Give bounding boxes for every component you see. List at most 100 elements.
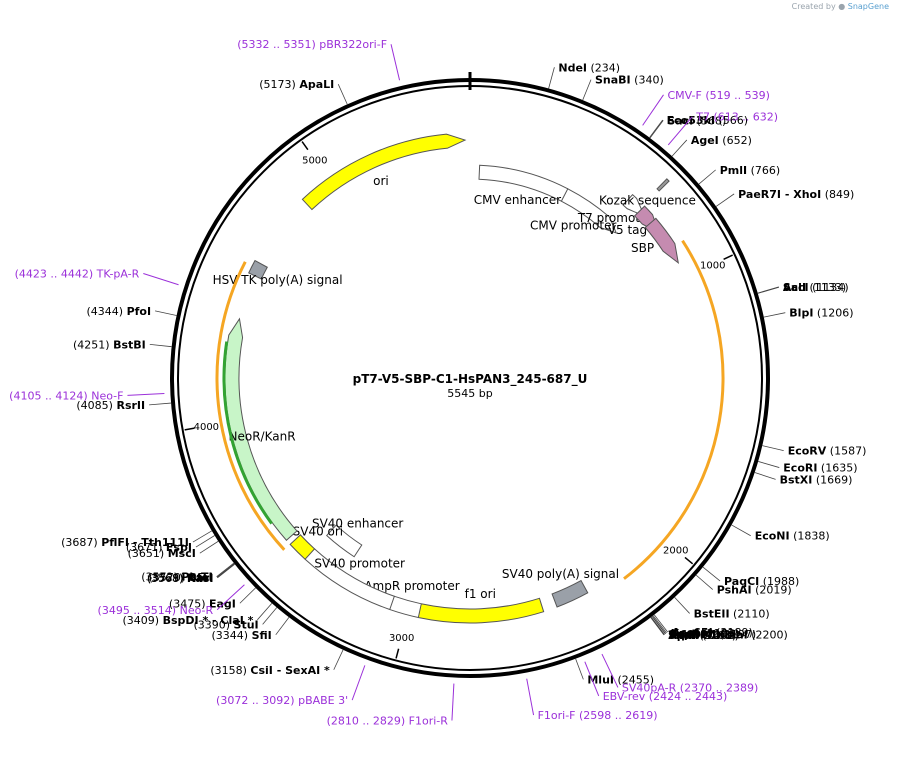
site-label-paer7i-xhoi: PaeR7I - XhoI (849) — [738, 188, 854, 201]
site-number-pmli: (766) — [747, 164, 780, 177]
site-number-sali: (1133) — [806, 281, 846, 294]
feature-kozak-sequence — [656, 178, 670, 192]
feature-sbp — [644, 217, 680, 265]
site-number-paqci: (1988) — [759, 575, 799, 588]
tick-label-3000: 3000 — [389, 633, 414, 644]
site-label-apai: ApaI (2201) — [668, 629, 736, 642]
site-number-bstbi: (4251) — [73, 338, 113, 351]
site-name-acci: AccI — [783, 281, 809, 294]
feature-label-sbp: SBP — [631, 241, 654, 255]
site-number-ndei: (234) — [587, 61, 620, 74]
site-number-sfoi: (3570) — [149, 571, 189, 584]
primer-leader-9 — [584, 661, 600, 697]
primer-leader-5 — [216, 584, 245, 611]
site-number-sfii: (3344) — [212, 629, 252, 642]
site-leader-17 — [653, 614, 669, 633]
site-label-pluti: (3572) PluTI — [141, 571, 212, 584]
site-leader-27 — [262, 607, 278, 625]
primer-label-6: (3072 .. 3092) pBABE 3' — [216, 694, 348, 707]
site-name-sfoi: SfoI — [189, 571, 213, 584]
site-name-smai: SmaI — [668, 629, 699, 642]
site-number-pspomi: (2197) — [716, 628, 756, 641]
site-label-kasi: (3568) KasI — [147, 572, 214, 585]
site-number-pfoi: (4344) — [86, 305, 126, 318]
site-name-sacii: SacII — [670, 628, 700, 641]
site-number-ecorv: (1587) — [826, 445, 866, 458]
primer-leader-8 — [526, 678, 535, 716]
site-number-kasi: (3568) — [147, 572, 187, 585]
snapgene-watermark: Created by ● SnapGene — [792, 2, 889, 11]
site-name-blpi: BlpI — [789, 307, 813, 320]
site-name-pluti: PluTI — [181, 571, 212, 584]
feature-hsv-tk-poly-a-signal — [248, 259, 268, 280]
site-number-agei: (652) — [719, 134, 752, 147]
feature-label-neor-kanr: NeoR/KanR — [229, 429, 296, 443]
primer-label-9: EBV-rev (2424 .. 2443) — [603, 690, 728, 703]
site-number-stui: (3390) — [193, 618, 233, 631]
site-label-paqci: PaqCI (1988) — [724, 575, 799, 588]
site-number-bspdi-clai: (3409) — [123, 614, 163, 627]
feature-label-v5-tag: V5 tag — [608, 223, 647, 237]
site-label-fspi: (3671) FspI — [126, 541, 192, 554]
site-number-bsteii: (2110) — [730, 607, 770, 620]
site-leader-24 — [575, 658, 584, 680]
site-leader-18 — [652, 615, 667, 634]
site-label-pflfi-tth111i: (3687) PflFI - Tth111I — [61, 536, 189, 549]
site-number-snabi: (340) — [631, 74, 664, 87]
site-number-csii-sexai: (3158) — [210, 664, 250, 677]
site-name-paer7i-xhoi: PaeR7I - XhoI — [738, 188, 821, 201]
feature-label-cmv-promoter: CMV promoter — [530, 219, 617, 233]
site-label-pshai: PshAI (2019) — [717, 584, 792, 597]
site-name-bstxi: BstXI — [780, 473, 813, 486]
feature-cmv-promoter — [560, 188, 618, 234]
feature-label-ori: ori — [373, 174, 389, 188]
site-name-fspi: FspI — [166, 541, 192, 554]
feature-label-ampr-promoter: AmpR promoter — [364, 579, 459, 593]
site-number-pluti: (3572) — [141, 571, 181, 584]
tick-mark-3000 — [395, 648, 400, 659]
site-label-rsrii: (4085) RsrII — [76, 399, 145, 412]
site-label-econi: EcoNI (1838) — [755, 530, 830, 543]
site-label-eagi: (3475) EagI — [169, 597, 236, 610]
site-label-bsteii: BstEII (2110) — [694, 607, 770, 620]
site-label-nari: (3569) NarI — [147, 572, 213, 585]
primer-leader-7 — [451, 683, 455, 721]
site-number-econi: (1838) — [790, 530, 830, 543]
site-name-mlui: MluI — [587, 673, 614, 686]
site-name-apali: ApaLI — [299, 78, 334, 91]
tick-label-5000: 5000 — [302, 156, 327, 167]
site-leader-11 — [758, 461, 780, 468]
site-number-apai: (2201) — [696, 629, 736, 642]
feature-ori — [301, 133, 467, 211]
site-leader-2 — [649, 119, 663, 138]
site-number-acc65i: (2189) — [713, 626, 753, 639]
primer-label-4: (4105 .. 4124) Neo-F — [9, 389, 123, 402]
site-name-pmli: PmlI — [720, 164, 747, 177]
site-label-kpni: KpnI (2193) — [671, 627, 739, 640]
site-name-ndei: NdeI — [558, 61, 587, 74]
tick-label-1000: 1000 — [700, 260, 725, 271]
site-label-saci: SacI (568) — [667, 114, 726, 127]
site-name-tspmi-xmai: TspMI - XmaI — [669, 629, 748, 642]
site-leader-20 — [651, 616, 666, 635]
site-leader-4 — [671, 139, 688, 157]
site-leader-0 — [548, 67, 555, 89]
feature-label-t7-promoter: T7 promoter — [577, 211, 653, 225]
site-leader-33 — [216, 562, 235, 577]
site-name-pflfi-tth111i: PflFI - Tth111I — [101, 536, 189, 549]
site-number-msci: (3651) — [128, 547, 168, 560]
site-leader-32 — [216, 563, 235, 578]
feature-label-sv40-ori: SV40 ori — [293, 524, 344, 538]
tick-label-4000: 4000 — [194, 422, 219, 433]
site-name-pspomi: PspOMI — [669, 628, 716, 641]
site-leader-15 — [695, 574, 713, 590]
site-label-bstxi: BstXI (1669) — [780, 473, 853, 486]
plasmid-size: 5545 bp — [447, 387, 492, 400]
site-number-eco53ki: (566) — [715, 114, 748, 127]
primer-label-1: CMV-F (519 .. 539) — [668, 89, 770, 102]
site-label-bspdi-clai: (3409) BspDI * - ClaI * — [123, 614, 254, 627]
site-name-rsrii: RsrII — [116, 399, 145, 412]
site-name-kpni: KpnI — [671, 627, 699, 640]
